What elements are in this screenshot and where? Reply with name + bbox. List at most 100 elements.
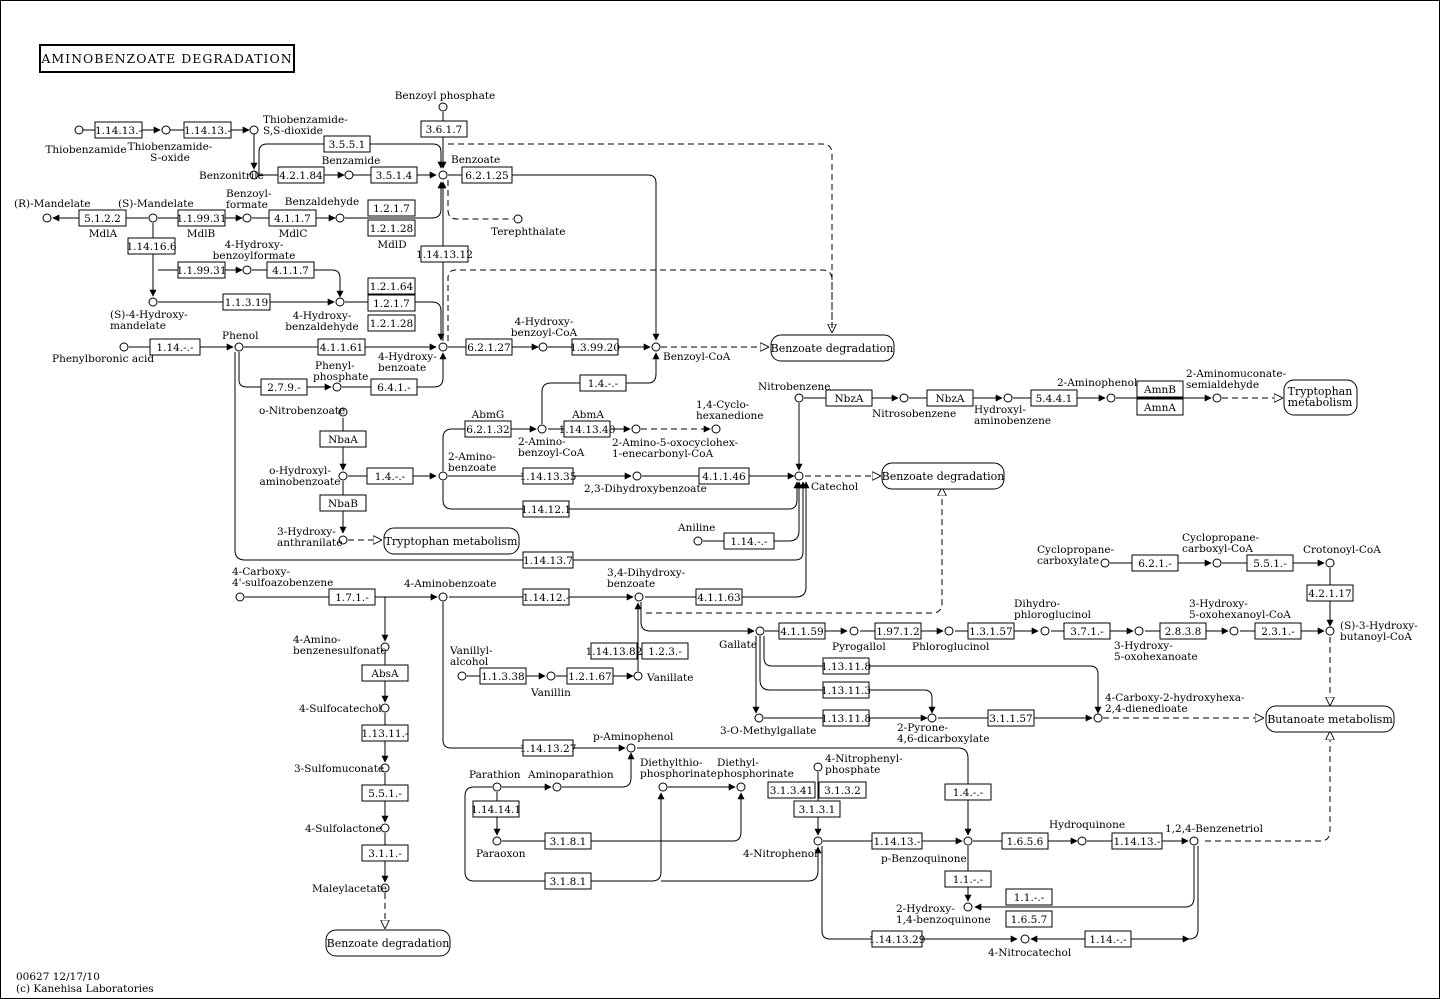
enzyme-box[interactable] [361, 784, 409, 802]
enzyme-box[interactable] [1136, 398, 1184, 416]
enzyme-box[interactable] [641, 642, 689, 660]
enzyme-3-7-1[interactable]: 3.7.1.- [1063, 622, 1111, 640]
enzyme-box[interactable] [464, 420, 512, 438]
enzyme-box[interactable] [874, 622, 922, 640]
enzyme-box[interactable] [566, 667, 614, 685]
enzyme-1-1[interactable]: 1.1.-.- [1005, 888, 1053, 906]
enzyme-box[interactable] [822, 657, 870, 675]
enzyme-box[interactable] [420, 245, 469, 263]
enzyme-1-13-11-3[interactable]: 1.13.11.3 [821, 681, 871, 699]
enzyme-4-1-1-46[interactable]: 4.1.1.46 [698, 467, 750, 485]
enzyme-1-1-3-38[interactable]: 1.1.3.38 [479, 667, 527, 685]
enzyme-box[interactable] [370, 378, 418, 396]
enzyme-1-14-16-6[interactable]: 1.14.16.6 [126, 237, 177, 255]
enzyme-box[interactable] [361, 724, 409, 742]
enzyme-box[interactable] [268, 209, 317, 227]
enzyme-box[interactable] [987, 709, 1035, 727]
enzyme-box[interactable] [522, 467, 574, 485]
enzyme-5-5-1[interactable]: 5.5.1.- [361, 784, 409, 802]
map-link-butanoate-metabolism[interactable]: Butanoate metabolism [1267, 713, 1393, 726]
enzyme-1-1-3-19[interactable]: 1.1.3.19 [222, 293, 271, 311]
enzyme-box[interactable] [461, 166, 513, 184]
enzyme-box[interactable] [177, 209, 226, 227]
map-link-benzoate-degradation-1[interactable]: Benzoate degradation [771, 342, 894, 355]
enzyme-box[interactable] [366, 467, 414, 485]
enzyme-box[interactable] [522, 551, 574, 569]
map-link-benzoate-degradation-2[interactable]: Benzoate degradation [882, 470, 1005, 483]
enzyme-box[interactable] [698, 467, 750, 485]
enzyme-box[interactable] [944, 870, 992, 888]
enzyme-1-14-13-7[interactable]: 1.14.13.7 [522, 551, 574, 569]
enzyme-box[interactable] [319, 494, 367, 512]
enzyme-box[interactable] [260, 378, 308, 396]
enzyme-box[interactable] [266, 261, 315, 279]
enzyme-box[interactable] [522, 588, 570, 606]
enzyme-1-6-5-6[interactable]: 1.6.5.6 [1001, 832, 1049, 850]
enzyme-1-14-13[interactable]: 1.14.13.- [871, 832, 923, 850]
enzyme-box[interactable] [1136, 380, 1184, 398]
enzyme-box[interactable] [522, 500, 570, 518]
enzyme-box[interactable] [825, 389, 873, 407]
enzyme-box[interactable] [479, 667, 527, 685]
enzyme-6-2-1-32[interactable]: 6.2.1.32 [464, 420, 512, 438]
enzyme-1-14-12-1[interactable]: 1.14.12.1 [521, 500, 571, 518]
enzyme-1-1[interactable]: 1.1.-.- [944, 870, 992, 888]
enzyme-box[interactable] [1131, 554, 1179, 572]
enzyme-4-2-1-17[interactable]: 4.2.1.17 [1306, 584, 1354, 602]
map-link-benzoate-degradation-3[interactable]: Benzoate degradation [327, 937, 450, 950]
enzyme-box[interactable] [367, 219, 416, 237]
enzyme-1-2-1-7[interactable]: 1.2.1.7 [367, 294, 416, 312]
enzyme-1-7-1[interactable]: 1.7.1.- [328, 588, 376, 606]
enzyme-1-2-1-28[interactable]: 1.2.1.28 [367, 314, 416, 332]
enzyme-box[interactable] [944, 783, 992, 801]
enzyme-1-14[interactable]: 1.14.-.- [1084, 930, 1132, 948]
enzyme-box[interactable] [822, 681, 870, 699]
enzyme-box[interactable] [1246, 554, 1294, 572]
enzyme-box[interactable] [522, 739, 574, 757]
enzyme-1-14-13-40[interactable]: 1.14.13.40 [559, 420, 616, 438]
enzyme-1-4[interactable]: 1.4.-.- [366, 467, 414, 485]
enzyme-6-2-1[interactable]: 6.2.1.- [1131, 554, 1179, 572]
enzyme-1-14-13[interactable]: 1.14.13.- [1111, 832, 1163, 850]
enzyme-box[interactable] [465, 338, 513, 356]
enzyme-1-14-13-27[interactable]: 1.14.13.27 [520, 739, 577, 757]
enzyme-1-2-1-28[interactable]: 1.2.1.28 [367, 219, 416, 237]
enzyme-box[interactable] [367, 277, 416, 295]
enzyme-5-1-2-2[interactable]: 5.1.2.2 [78, 209, 127, 227]
enzyme-box[interactable] [127, 237, 176, 255]
enzyme-nbza[interactable]: NbzA [926, 389, 974, 407]
enzyme-1-14-13[interactable]: 1.14.13.- [183, 121, 232, 139]
enzyme-1-2-3[interactable]: 1.2.3.- [641, 642, 689, 660]
enzyme-3-5-1-4[interactable]: 3.5.1.4 [370, 166, 418, 184]
enzyme-1-13-11-8[interactable]: 1.13.11.8 [821, 657, 871, 675]
enzyme-1-14-13-29[interactable]: 1.14.13.29 [869, 930, 926, 948]
enzyme-2-3-1[interactable]: 2.3.1.- [1254, 622, 1302, 640]
enzyme-box[interactable] [1254, 622, 1302, 640]
enzyme-1-13-11-8[interactable]: 1.13.11.8 [821, 709, 871, 727]
enzyme-box[interactable] [328, 588, 376, 606]
enzyme-box[interactable] [361, 664, 409, 682]
enzyme-nbza[interactable]: NbzA [825, 389, 873, 407]
enzyme-4-1-1-61[interactable]: 4.1.1.61 [317, 338, 366, 356]
enzyme-box[interactable] [1005, 910, 1053, 928]
enzyme-box[interactable] [793, 800, 841, 818]
enzyme-box[interactable] [1306, 584, 1354, 602]
enzyme-box[interactable] [967, 622, 1015, 640]
enzyme-6-4-1[interactable]: 6.4.1.- [370, 378, 418, 396]
enzyme-box[interactable] [1001, 832, 1049, 850]
enzyme-1-3-99-20[interactable]: 1.3.99.20 [570, 338, 620, 356]
enzyme-3-1-3-1[interactable]: 3.1.3.1 [793, 800, 841, 818]
enzyme-box[interactable] [1111, 832, 1163, 850]
enzyme-3-1-1-57[interactable]: 3.1.1.57 [987, 709, 1035, 727]
enzyme-box[interactable] [544, 872, 592, 890]
enzyme-3-5-5-1[interactable]: 3.5.5.1 [323, 135, 371, 153]
enzyme-1-4[interactable]: 1.4.-.- [944, 783, 992, 801]
enzyme-box[interactable] [370, 166, 418, 184]
enzyme-box[interactable] [319, 430, 367, 448]
enzyme-box[interactable] [78, 209, 127, 227]
enzyme-1-2-1-7[interactable]: 1.2.1.7 [367, 199, 416, 217]
enzyme-box[interactable] [1063, 622, 1111, 640]
enzyme-box[interactable] [149, 338, 201, 356]
enzyme-nbab[interactable]: NbaB [319, 494, 367, 512]
enzyme-4-1-1-59[interactable]: 4.1.1.59 [778, 622, 826, 640]
